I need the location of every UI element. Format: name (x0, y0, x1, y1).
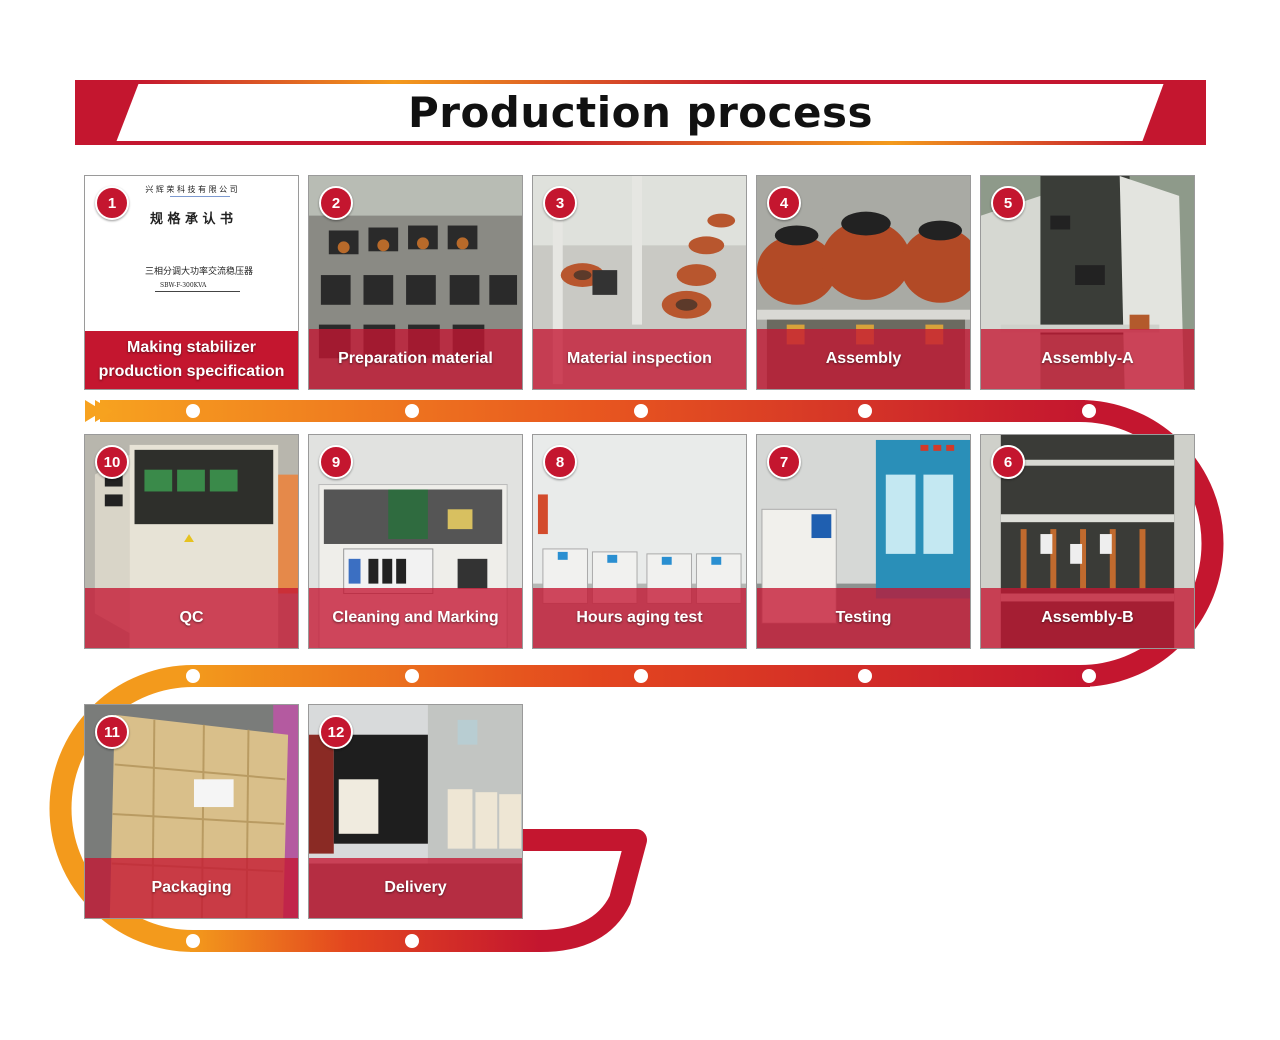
step-card-11: 11 Packaging (84, 704, 299, 919)
step-card-10: 10 QC (84, 434, 299, 649)
document-company: 兴 辉 荣 科 技 有 限 公 司 (145, 185, 238, 194)
document-product: 三相分调大功率交流稳压器 (145, 267, 254, 277)
step-card-1: 兴 辉 荣 科 技 有 限 公 司 规 格 承 认 书 三相分调大功率交流稳压器… (84, 175, 299, 390)
step-number-badge: 3 (543, 186, 577, 220)
specification-document: 兴 辉 荣 科 技 有 限 公 司 规 格 承 认 书 三相分调大功率交流稳压器… (85, 176, 298, 389)
step-label: Delivery (309, 858, 522, 918)
step-card-3: 3 Material inspection (532, 175, 747, 390)
step-label: Packaging (85, 858, 298, 918)
step-label: Material inspection (533, 329, 746, 389)
step-number-badge: 7 (767, 445, 801, 479)
step-label: Assembly (757, 329, 970, 389)
step-label: Cleaning and Marking (309, 588, 522, 648)
step-label: Hours aging test (533, 588, 746, 648)
step-card-12: 12 Delivery (308, 704, 523, 919)
step-card-5: 5 Assembly-A (980, 175, 1195, 390)
step-label: Making stabilizer production specificati… (85, 331, 298, 389)
step-label: Testing (757, 588, 970, 648)
step-card-6: 6 Assembly-B (980, 434, 1195, 649)
step-number-badge: 10 (95, 445, 129, 479)
step-card-7: 7 Testing (756, 434, 971, 649)
step-number-badge: 1 (95, 186, 129, 220)
page-title: Production process (407, 88, 874, 137)
step-label: Preparation material (309, 329, 522, 389)
step-number-badge: 9 (319, 445, 353, 479)
step-card-8: 8 Hours aging test (532, 434, 747, 649)
step-label: QC (85, 588, 298, 648)
step-number-badge: 11 (95, 715, 129, 749)
step-number-badge: 2 (319, 186, 353, 220)
step-number-badge: 6 (991, 445, 1025, 479)
step-number-badge: 12 (319, 715, 353, 749)
title-banner (75, 80, 1206, 145)
document-model: SBW-F-300KVA (160, 282, 207, 289)
step-card-9: 9 Cleaning and Marking (308, 434, 523, 649)
step-number-badge: 4 (767, 186, 801, 220)
step-label: Assembly-B (981, 588, 1194, 648)
document-heading: 规 格 承 认 书 (149, 212, 234, 227)
step-card-2: 2 Preparation material (308, 175, 523, 390)
step-card-4: 4 Assembly (756, 175, 971, 390)
step-number-badge: 5 (991, 186, 1025, 220)
step-number-badge: 8 (543, 445, 577, 479)
step-label: Assembly-A (981, 329, 1194, 389)
